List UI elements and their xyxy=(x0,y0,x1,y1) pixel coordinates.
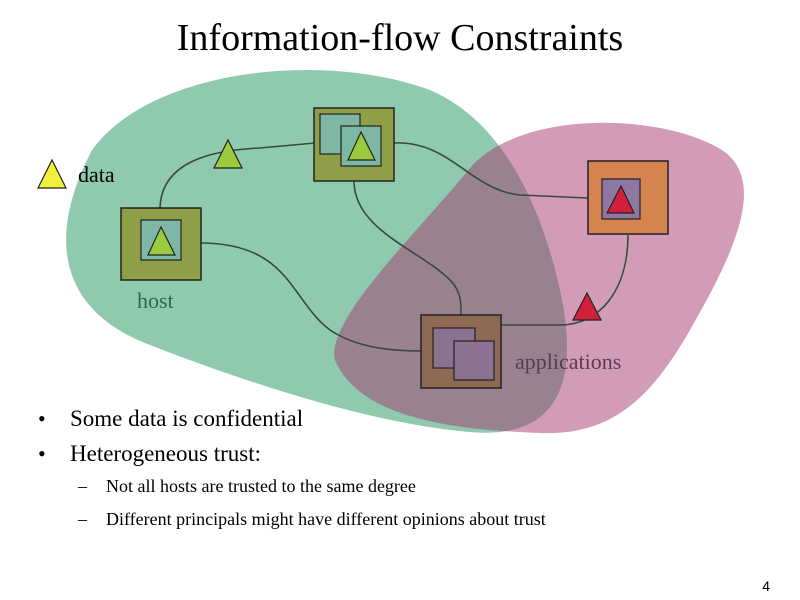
bullet-text: Heterogeneous trust: xyxy=(70,441,261,466)
data-triangle-green xyxy=(347,130,376,161)
flow-lines xyxy=(159,142,629,352)
data-triangle-green xyxy=(213,138,243,169)
host-bottom xyxy=(420,314,502,389)
slide-title: Information-flow Constraints xyxy=(176,17,624,59)
data-triangle-red xyxy=(572,291,602,321)
data-triangle-red xyxy=(606,184,635,214)
bullet-dot: • xyxy=(38,406,46,431)
data-triangle-green xyxy=(147,225,176,256)
line-host-to-top xyxy=(159,142,316,211)
applications-label: applications xyxy=(515,349,622,374)
line-top-to-bottom xyxy=(353,180,462,316)
bullet-item: • Heterogeneous trust: xyxy=(38,441,546,467)
line-top-to-orange xyxy=(392,142,589,199)
sub-bullet-dash: – xyxy=(78,509,87,529)
sub-bullet-text: Not all hosts are trusted to the same de… xyxy=(106,476,416,496)
bullet-dot: • xyxy=(38,441,46,466)
line-host-to-bottom xyxy=(199,242,422,352)
sub-bullet-item: – Not all hosts are trusted to the same … xyxy=(78,476,546,497)
sub-bullet-item: – Different principals might have differ… xyxy=(78,509,546,530)
sub-bullet-dash: – xyxy=(78,476,87,496)
bullet-list: • Some data is confidential • Heterogene… xyxy=(38,406,546,542)
bullet-item: • Some data is confidential xyxy=(38,406,546,432)
host-orange xyxy=(587,160,669,235)
bullet-text: Some data is confidential xyxy=(70,406,304,431)
sub-bullet-text: Different principals might have differen… xyxy=(106,509,546,529)
legend-data-label: data xyxy=(78,162,115,187)
legend-data-triangle xyxy=(37,158,67,189)
host-top xyxy=(313,107,395,182)
host-label: host xyxy=(137,288,174,313)
line-orange-to-bottom xyxy=(500,234,629,326)
host-left xyxy=(120,207,202,281)
page-number: 4 xyxy=(762,578,770,594)
